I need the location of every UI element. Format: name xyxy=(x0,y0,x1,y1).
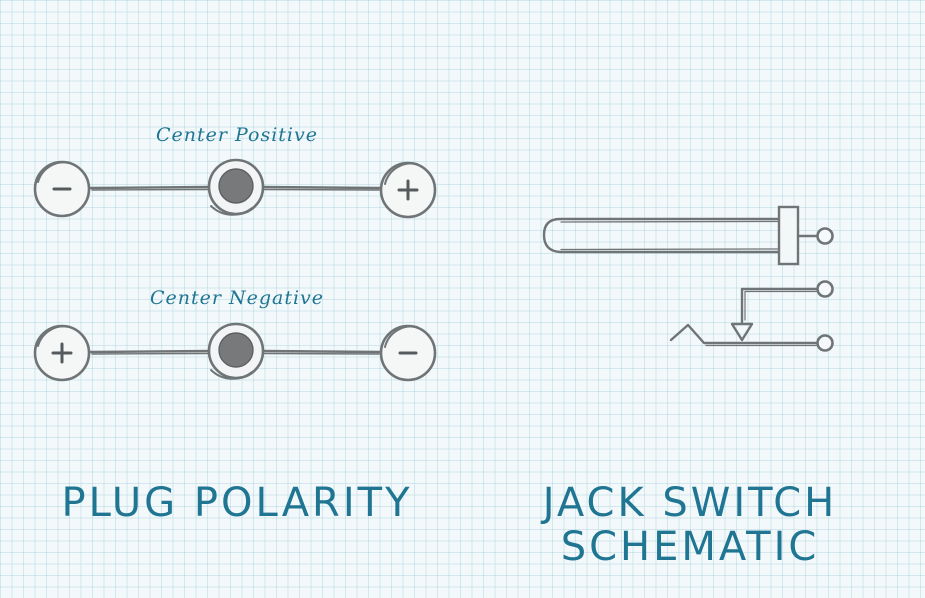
center-pin-positive xyxy=(207,158,265,216)
sleeve-terminal xyxy=(816,334,834,352)
center-negative-label: Center Negative xyxy=(150,287,324,309)
center-pin-negative xyxy=(207,322,265,380)
jack-switch-heading-line1: JACK SWITCH xyxy=(540,480,837,526)
center-negative-wire xyxy=(88,349,382,355)
tip-terminal xyxy=(816,227,834,245)
jack-schematic xyxy=(542,205,834,352)
switch-terminal xyxy=(816,280,834,298)
plug-polarity-heading: PLUG POLARITY xyxy=(61,480,412,526)
positive-terminal-top xyxy=(379,161,437,219)
plus-icon xyxy=(397,179,419,201)
jack-switch-heading-line2: SCHEMATIC xyxy=(561,524,820,570)
center-positive-wire xyxy=(88,185,382,191)
center-positive-label: Center Positive xyxy=(156,124,318,146)
negative-terminal-bottom xyxy=(379,324,437,382)
negative-terminal-top xyxy=(33,160,91,218)
plus-icon xyxy=(51,342,73,364)
positive-terminal-bottom xyxy=(33,324,91,382)
